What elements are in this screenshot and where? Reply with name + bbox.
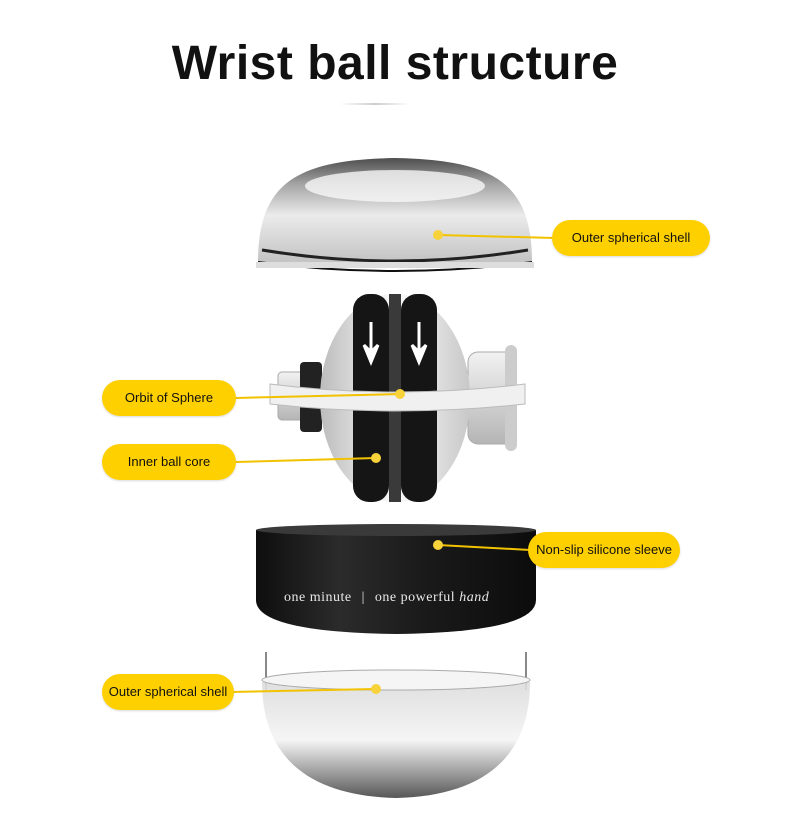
leader-lines [229, 230, 556, 694]
anchor-dot [433, 540, 443, 550]
anchor-dot [433, 230, 443, 240]
label-outer-shell-bottom: Outer spherical shell [102, 674, 234, 710]
label-outer-shell-top: Outer spherical shell [552, 220, 710, 256]
label-orbit-of-sphere: Orbit of Sphere [102, 380, 236, 416]
anchor-dot [371, 684, 381, 694]
sleeve-print-italic: hand [459, 590, 490, 605]
down-arrow-icon [410, 322, 428, 366]
sleeve-print: one minute | one powerful hand [284, 590, 489, 606]
anchor-dot [395, 389, 405, 399]
down-arrow-icon [362, 322, 380, 366]
title-underline [340, 103, 410, 105]
sleeve-print-right: one powerful [374, 590, 456, 605]
sleeve-print-left: one minute [284, 590, 352, 605]
page-title: Wrist ball structure [171, 37, 619, 90]
silicone-sleeve [256, 524, 536, 634]
label-inner-ball-core: Inner ball core [102, 444, 236, 480]
label-silicone-sleeve: Non-slip silicone sleeve [528, 532, 680, 568]
outer-shell-top [256, 158, 534, 272]
sleeve-print-separator: | [361, 590, 365, 605]
anchor-dot [371, 453, 381, 463]
outer-shell-bottom [261, 652, 531, 798]
